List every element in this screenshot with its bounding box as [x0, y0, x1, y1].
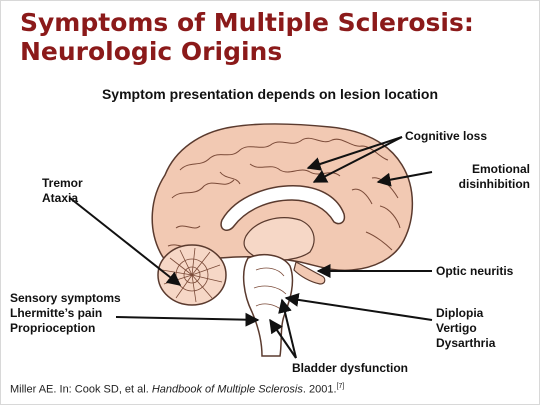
- label-proprioception: Proprioception: [10, 321, 96, 335]
- arrow-emotional: [376, 171, 433, 187]
- label-tremor-ataxia: Tremor Ataxia: [42, 176, 83, 206]
- label-sensory: Sensory symptoms Lhermitte’s pain Propri…: [10, 291, 121, 336]
- label-emotional-line-1: Emotional: [471, 162, 530, 176]
- citation: Miller AE. In: Cook SD, et al. Handbook …: [10, 383, 344, 396]
- arrow-cognitive-loss: [306, 136, 403, 171]
- label-vertigo: Vertigo: [436, 321, 477, 335]
- cortex-gyri: [167, 137, 401, 251]
- arrow-tremor-ataxia: [69, 197, 182, 286]
- label-dysarthria: Dysarthria: [436, 336, 496, 350]
- label-optic-neuritis: Optic neuritis: [436, 264, 514, 278]
- label-lhermitte: Lhermitte’s pain: [10, 306, 103, 320]
- citation-suffix: . 2001.: [302, 383, 337, 396]
- arrows: [69, 136, 433, 359]
- thalamus: [243, 217, 315, 261]
- title-line-2: Neurologic Origins: [20, 37, 283, 66]
- label-brainstem-symptoms: Diplopia Vertigo Dysarthria: [436, 306, 495, 351]
- label-sensory-symptoms: Sensory symptoms: [10, 291, 121, 305]
- slide-title: Symptoms of Multiple Sclerosis: Neurolog…: [20, 8, 520, 66]
- cerebellum: [157, 244, 227, 306]
- label-emotional-disinhibition: Emotional disinhibition: [418, 162, 530, 192]
- citation-prefix: Miller AE. In: Cook SD, et al.: [10, 383, 152, 396]
- arrow-bladder-1: [269, 318, 297, 359]
- arrow-bladder-2: [278, 298, 297, 359]
- arrow-sensory: [115, 312, 260, 327]
- slide-subtitle: Symptom presentation depends on lesion l…: [101, 86, 439, 102]
- label-bladder-dysfunction: Bladder dysfunction: [292, 361, 409, 375]
- label-ataxia: Ataxia: [42, 191, 79, 205]
- label-emotional-line-2: disinhibition: [458, 177, 530, 191]
- citation-book: Handbook of Multiple Sclerosis: [151, 383, 303, 396]
- arrow-cognitive-loss-2: [312, 136, 403, 183]
- optic-chiasm: [293, 261, 326, 285]
- corpus-callosum: [220, 185, 346, 231]
- title-line-1: Symptoms of Multiple Sclerosis:: [20, 8, 474, 37]
- label-tremor: Tremor: [42, 176, 83, 190]
- arrow-brainstem: [284, 292, 433, 321]
- label-cognitive-loss: Cognitive loss: [405, 129, 488, 143]
- citation-ref: [7]: [336, 383, 345, 390]
- label-diplopia: Diplopia: [436, 306, 484, 320]
